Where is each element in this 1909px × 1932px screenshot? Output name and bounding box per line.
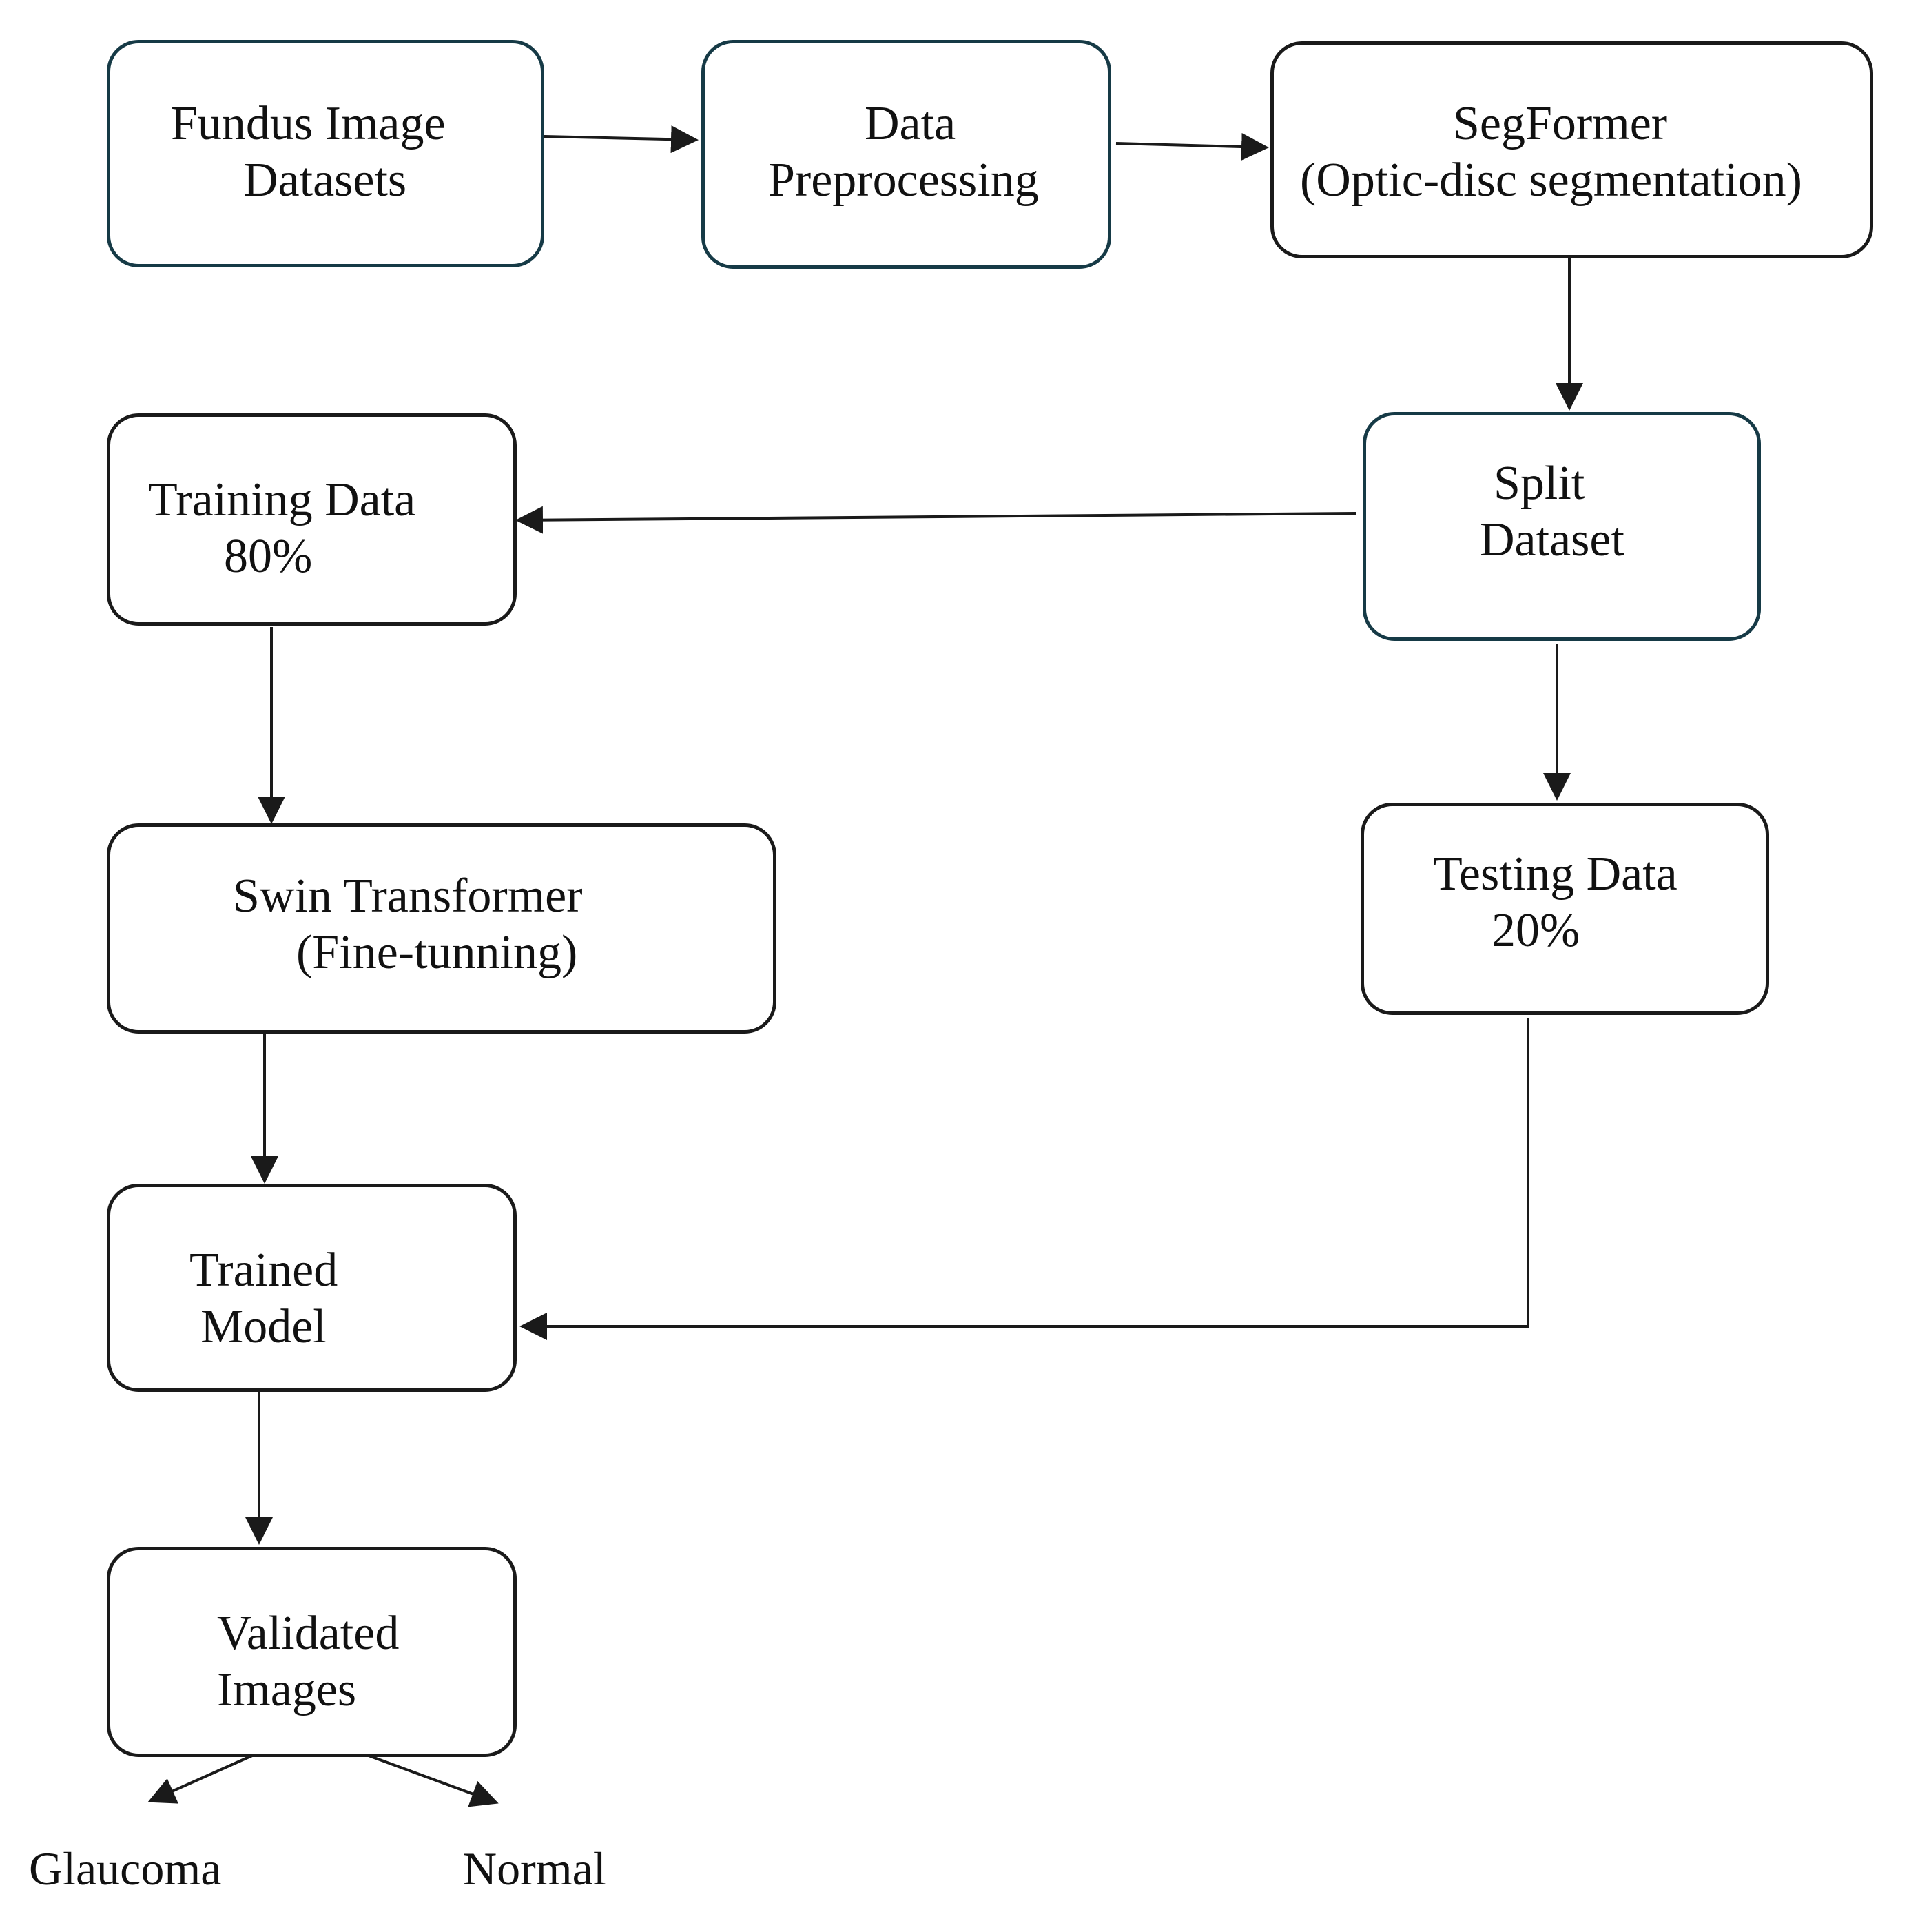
node-preprocessing-line1: Data [865, 97, 956, 150]
node-validated-line2: Images [217, 1663, 357, 1716]
node-testing-data: Testing Data 20% [1361, 803, 1769, 1015]
node-fundus-image-datasets: Fundus Image Datasets [107, 40, 544, 267]
node-preprocessing-line2: Preprocessing [768, 154, 1039, 207]
arrow-validated-to-glaucoma [147, 1754, 253, 1804]
node-testing-label: Testing Data 20% [1433, 846, 1678, 959]
node-testing-line1: Testing Data [1433, 847, 1678, 901]
arrow-validated-to-normal [368, 1754, 499, 1807]
node-validated-images: Validated Images [107, 1547, 517, 1757]
node-validated-line1: Validated [217, 1607, 400, 1660]
node-testing-line2: 20% [1492, 904, 1580, 957]
node-split-line1: Split [1494, 457, 1585, 510]
node-training-label: Training Data 80% [148, 472, 415, 585]
node-split-line2: Dataset [1480, 513, 1624, 566]
node-segformer-label: SegFormer (Optic-disc segmentation) [1300, 96, 1802, 209]
node-trained-model: Trained Model [107, 1184, 517, 1392]
node-swin-line1: Swin Transformer [233, 870, 583, 923]
node-training-data: Training Data 80% [107, 413, 517, 626]
outcome-normal: Normal [463, 1842, 606, 1895]
node-validated-label: Validated Images [217, 1605, 399, 1718]
node-preprocessing-label: Data Preprocessing [768, 96, 1039, 209]
arrow-preprocessing-to-segformer [1115, 133, 1269, 161]
node-trained-line1: Trained [189, 1244, 338, 1297]
node-data-preprocessing: Data Preprocessing [701, 40, 1111, 269]
node-swin-label: Swin Transformer (Fine-tunning) [233, 868, 583, 981]
node-fundus-line1: Fundus Image [171, 97, 446, 150]
node-training-line2: 80% [224, 530, 313, 583]
node-segformer-line1: SegFormer [1453, 97, 1668, 150]
node-swin-transformer: Swin Transformer (Fine-tunning) [107, 823, 776, 1034]
outcome-glaucoma: Glaucoma [29, 1842, 222, 1895]
node-fundus-label: Fundus Image Datasets [171, 96, 446, 209]
arrow-fundus-to-preprocessing [544, 125, 699, 154]
node-training-line1: Training Data [148, 473, 416, 526]
node-fundus-line2: Datasets [243, 154, 407, 207]
node-trained-label: Trained Model [189, 1242, 338, 1355]
arrow-testing-to-trained [519, 1018, 1529, 1340]
node-split-dataset: Split Dataset [1363, 412, 1761, 641]
node-trained-line2: Model [200, 1300, 327, 1353]
node-swin-line2: (Fine-tunning) [296, 926, 578, 979]
node-segformer: SegFormer (Optic-disc segmentation) [1270, 41, 1873, 258]
node-segformer-line2: (Optic-disc segmentation) [1300, 154, 1802, 207]
arrow-split-to-training [515, 506, 1356, 534]
node-split-label: Split Dataset [1480, 455, 1624, 568]
